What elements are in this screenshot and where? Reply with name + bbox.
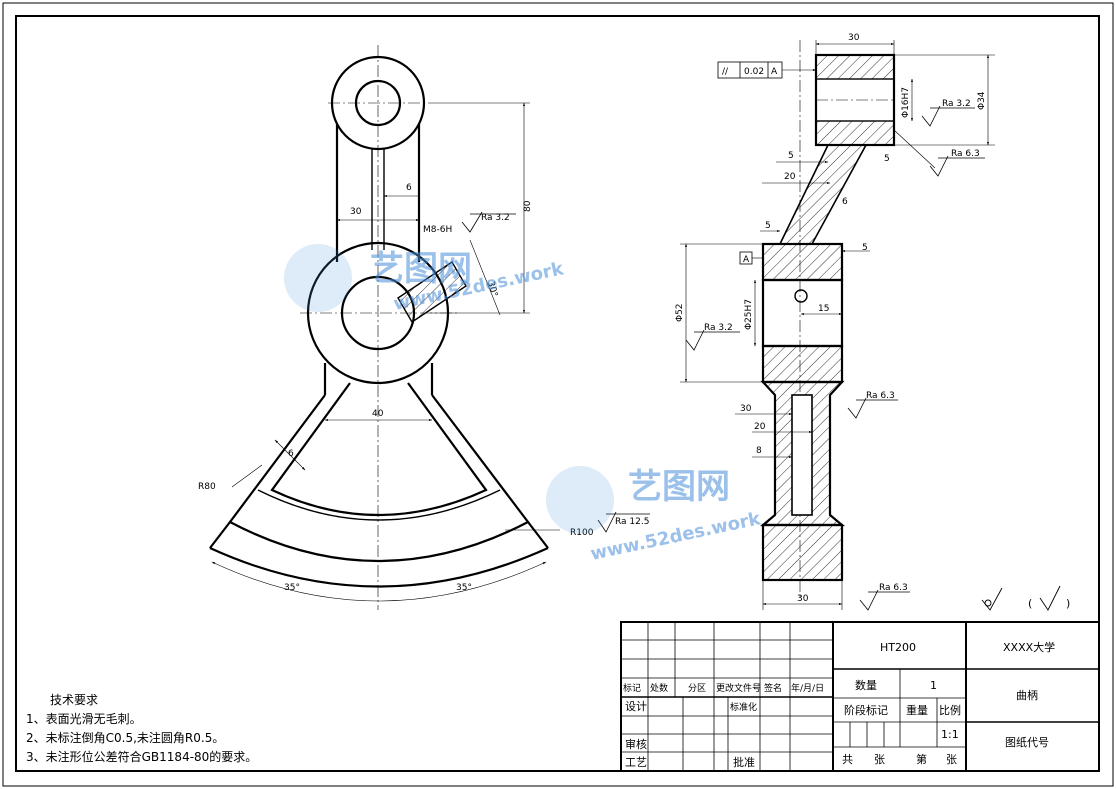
title-block-text: HT200 XXXX大学 曲柄 图纸代号 数量 1 阶段标记 重量 比例 1:1… [623, 640, 1055, 769]
dim-d34: Φ34 [977, 91, 987, 110]
dim-w40: 40 [372, 409, 384, 419]
note-2: 2、未标注倒角C0.5,未注圆角R0.5。 [26, 730, 224, 745]
watermark-cn-1: 艺图网 [370, 249, 472, 289]
tb-rev-sign: 签名 [764, 682, 782, 694]
dim-bottom30: 30 [797, 594, 809, 604]
tb-material: HT200 [880, 641, 916, 654]
dim-w5a: 5 [765, 221, 771, 231]
dim-s5-left: 5 [788, 151, 794, 161]
tb-standard: 标准化 [730, 701, 757, 713]
dim-w20b: 20 [754, 422, 766, 432]
tb-weight-label: 重量 [906, 703, 928, 717]
tb-approve: 批准 [733, 755, 755, 769]
dim-d52: Φ52 [675, 303, 685, 322]
tol-symbol: // [722, 67, 729, 77]
tb-rev-mark: 标记 [623, 682, 641, 694]
note-1: 1、表面光滑无毛刺。 [26, 712, 142, 726]
tb-page-sheet-label: 张 [946, 753, 957, 766]
watermark-2: 艺图网 www.52des.work [546, 466, 763, 565]
technical-requirements: 技术要求 1、表面光滑无毛刺。 2、未标注倒角C0.5,未注圆角R0.5。 3、… [26, 693, 257, 764]
dim-s5-right: 5 [884, 154, 890, 164]
finish-top: Ra 6.3 [951, 149, 980, 159]
tol-value: 0.02 [744, 67, 764, 77]
dim-rib6: 6 [288, 449, 294, 459]
tb-sheet-label: 张 [874, 753, 885, 766]
finish-bore16: Ra 3.2 [942, 99, 971, 109]
tb-school: XXXX大学 [1003, 640, 1055, 654]
front-view-dims: 30 6 80 M8-6H Ra 3.2 30° 40 R80 6 R100 R… [198, 183, 649, 593]
finish-thread: Ra 3.2 [481, 213, 510, 223]
notes-title: 技术要求 [50, 693, 98, 707]
side-view [680, 40, 1061, 611]
tb-stage-label: 阶段标记 [844, 703, 888, 717]
dim-w30: 30 [350, 207, 362, 217]
dim-angle-right: 35° [456, 583, 472, 593]
dim-d25: Φ25H7 [744, 299, 754, 330]
dim-w6: 6 [842, 197, 848, 207]
tb-scale-label: 比例 [939, 703, 961, 717]
side-view-dims: 30 Φ16H7 Φ34 5 5 20 5 6 5 Φ52 Φ25H7 15 3… [675, 33, 1070, 610]
tb-scale: 1:1 [941, 728, 959, 741]
tb-process: 工艺 [625, 756, 647, 769]
dim-r80: R80 [198, 482, 216, 492]
inner-border [15, 15, 1100, 772]
dim-w8: 8 [756, 446, 762, 456]
tb-rev-count: 处数 [650, 682, 668, 694]
tb-rev-doc: 更改文件号 [716, 682, 761, 694]
finish-paren-close: ) [1066, 597, 1070, 610]
title-block [620, 621, 1100, 772]
dim-w5b: 5 [862, 243, 868, 253]
tb-design: 设计 [625, 700, 647, 713]
tb-part-name: 曲柄 [1016, 689, 1038, 702]
datum-label: A [743, 255, 750, 265]
note-3: 3、未注形位公差符合GB1184-80的要求。 [26, 749, 257, 764]
tb-qty: 1 [930, 679, 937, 692]
finish-paren-open: ( [1028, 597, 1032, 610]
tb-qty-label: 数量 [855, 679, 877, 692]
tol-datum: A [771, 67, 778, 77]
watermark-cn-2: 艺图网 [628, 467, 730, 507]
finish-web: Ra 6.3 [866, 391, 895, 401]
dim-w30a: 30 [740, 404, 752, 414]
dim-angle-left: 35° [284, 583, 300, 593]
tb-total-label: 共 [842, 753, 853, 766]
tb-page-label: 第 [916, 752, 927, 766]
finish-bottom: Ra 6.3 [879, 583, 908, 593]
dim-angle: 30° [485, 280, 499, 298]
finish-arc: Ra 12.5 [615, 517, 649, 527]
tb-drawing-code: 图纸代号 [1005, 736, 1049, 749]
tb-rev-zone: 分区 [688, 683, 706, 694]
dim-w15: 15 [818, 304, 829, 314]
dim-r100: R100 [570, 528, 594, 538]
finish-bore25: Ra 3.2 [704, 323, 733, 333]
dim-d16: Φ16H7 [901, 87, 911, 118]
dim-h80: 80 [523, 200, 533, 212]
dim-w6: 6 [406, 183, 412, 193]
tb-review: 审核 [625, 737, 647, 751]
dim-top30: 30 [848, 33, 860, 43]
dim-thread: M8-6H [423, 225, 452, 235]
dim-w20: 20 [784, 172, 796, 182]
front-view [209, 45, 650, 610]
tb-rev-date: 年/月/日 [791, 682, 824, 694]
